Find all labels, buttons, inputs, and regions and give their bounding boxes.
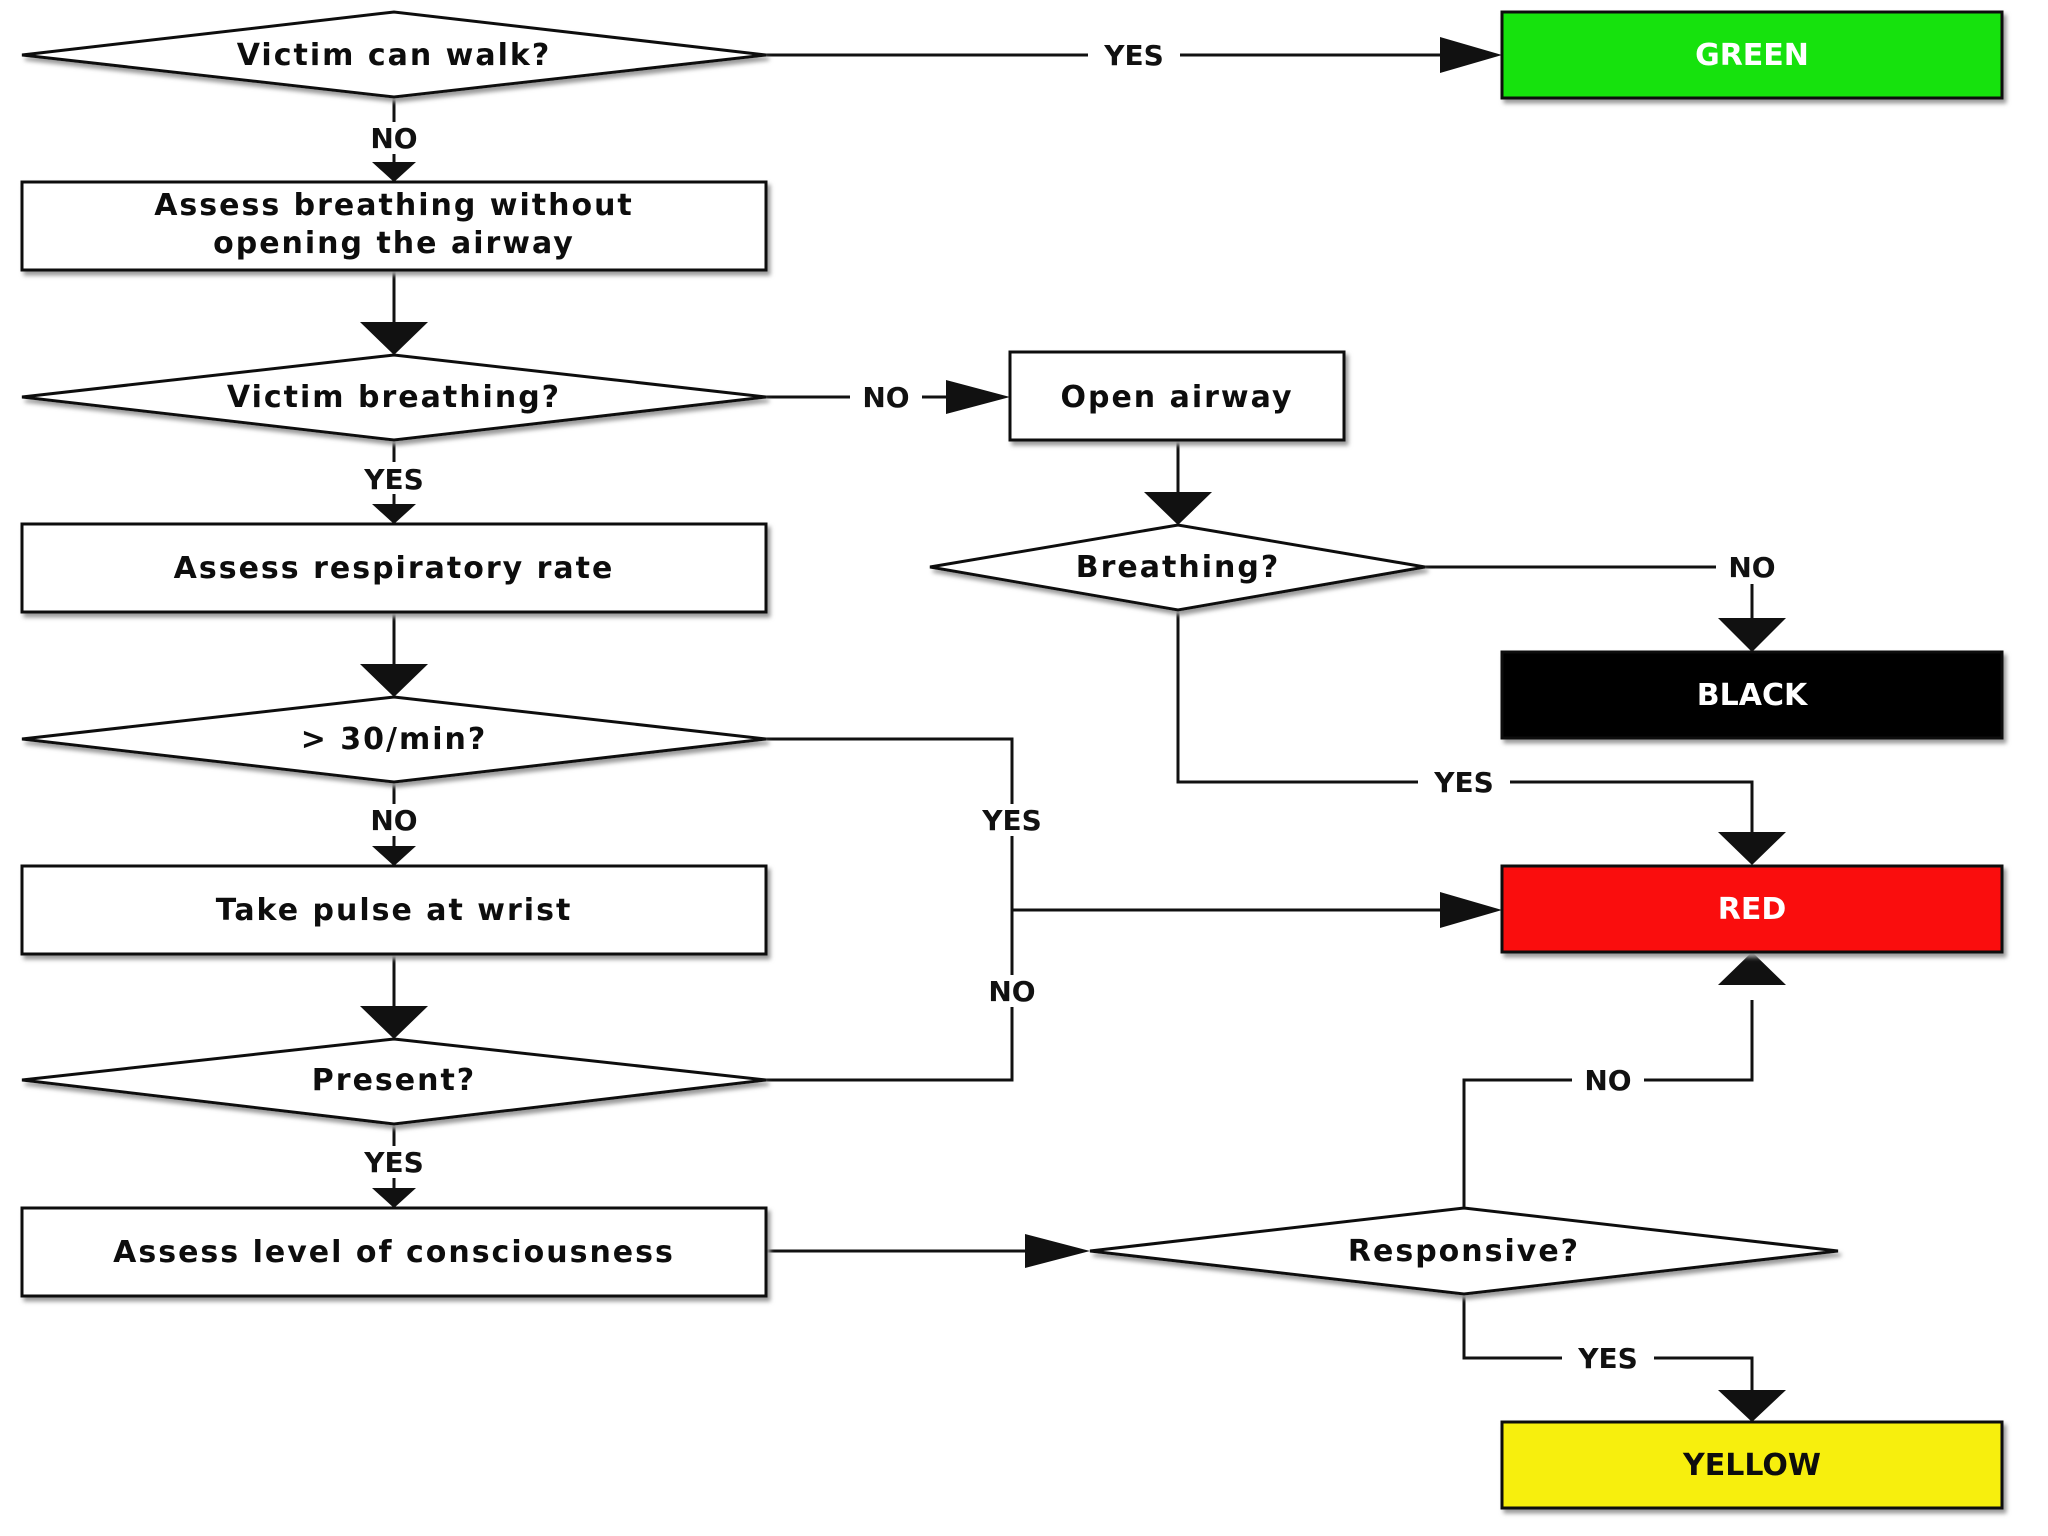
decision-breathing: Victim breathing? <box>21 353 767 442</box>
arrowhead <box>372 162 416 182</box>
process-assess-breathing-line1: Assess breathing without <box>154 188 634 223</box>
process-open-airway: Open airway <box>1008 350 1346 442</box>
arrowhead <box>1440 892 1502 928</box>
outcome-black: BLACK <box>1500 650 2004 740</box>
process-open-airway-label: Open airway <box>1060 380 1293 415</box>
process-consciousness: Assess level of consciousness <box>20 1206 768 1298</box>
edge-labels: YES NO NO YES NO YES NO YES NO YES NO YE… <box>348 38 1788 1375</box>
edge-label-breathing2-no: NO <box>1728 551 1775 584</box>
edge-label-rate-no: NO <box>370 804 417 837</box>
process-assess-rate: Assess respiratory rate <box>20 522 768 614</box>
arrowhead <box>360 664 428 697</box>
edge-label-breathing-no: NO <box>862 381 909 414</box>
arrowhead <box>1718 618 1786 652</box>
arrowhead <box>1718 832 1786 865</box>
outcome-black-label: BLACK <box>1697 678 1809 713</box>
outcome-yellow: YELLOW <box>1500 1420 2004 1510</box>
arrowhead <box>372 504 416 524</box>
decision-rate: > 30/min? <box>21 695 767 784</box>
outcome-green: GREEN <box>1500 10 2004 100</box>
arrowhead <box>360 322 428 355</box>
edge-label-rate-yes: YES <box>981 804 1042 837</box>
arrowhead <box>946 380 1010 414</box>
arrowheads <box>360 37 1786 1422</box>
decision-responsive: Responsive? <box>1089 1206 1839 1296</box>
edge-label-present-yes: YES <box>363 1146 424 1179</box>
arrowhead <box>1144 492 1212 525</box>
process-assess-breathing-line2: opening the airway <box>213 226 575 261</box>
arrowhead <box>360 1006 428 1039</box>
decision-walk: Victim can walk? <box>21 10 767 99</box>
outcome-green-label: GREEN <box>1695 38 1809 73</box>
decision-breathing-label: Victim breathing? <box>227 380 561 415</box>
outcome-red-label: RED <box>1718 892 1787 927</box>
edge-label-breathing-yes: YES <box>363 463 424 496</box>
edge-responsive-no <box>1462 1000 1754 1208</box>
edge-label-breathing2-yes: YES <box>1433 766 1494 799</box>
arrowhead <box>1025 1234 1090 1268</box>
decision-present-label: Present? <box>312 1063 476 1098</box>
arrowhead <box>372 846 416 866</box>
process-assess-breathing: Assess breathing without opening the air… <box>20 180 768 272</box>
decision-present: Present? <box>21 1037 767 1126</box>
process-pulse-label: Take pulse at wrist <box>216 893 573 928</box>
arrowhead <box>372 1188 416 1208</box>
edge-label-present-no: NO <box>988 975 1035 1008</box>
decision-breathing2-label: Breathing? <box>1076 550 1280 585</box>
edge-rate-yes <box>755 737 1440 912</box>
edge-breathing2-no <box>1418 565 1754 620</box>
edge-label-walk-no: NO <box>370 122 417 155</box>
edge-label-responsive-yes: YES <box>1577 1342 1638 1375</box>
arrowhead <box>1440 37 1502 73</box>
process-pulse: Take pulse at wrist <box>20 864 768 956</box>
decision-walk-label: Victim can walk? <box>237 38 552 73</box>
decision-responsive-label: Responsive? <box>1348 1234 1580 1269</box>
process-assess-rate-label: Assess respiratory rate <box>174 551 615 586</box>
decision-rate-label: > 30/min? <box>301 722 488 757</box>
decision-breathing2: Breathing? <box>929 523 1426 612</box>
edge-label-walk-yes: YES <box>1103 39 1164 72</box>
outcome-red: RED <box>1500 864 2004 954</box>
edge-present-no <box>755 910 1014 1082</box>
arrowhead <box>1718 1390 1786 1422</box>
arrowhead <box>1718 952 1786 985</box>
edge-label-responsive-no: NO <box>1584 1064 1631 1097</box>
outcome-yellow-label: YELLOW <box>1682 1448 1821 1483</box>
process-consciousness-label: Assess level of consciousness <box>113 1235 675 1270</box>
